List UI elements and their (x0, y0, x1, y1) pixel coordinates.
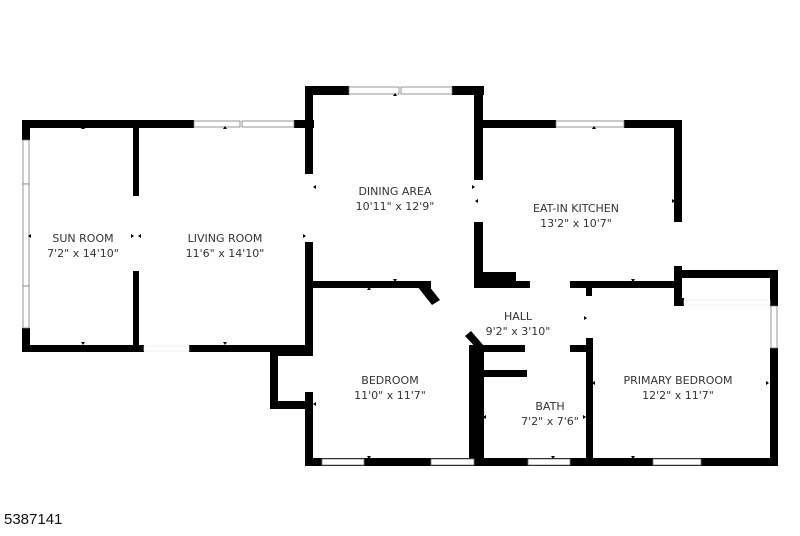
living-room-doorway (143, 345, 190, 352)
room-living-room: LIVING ROOM 11'6" x 14'10" (186, 232, 265, 260)
room-hall: HALL 9'2" x 3'10" (486, 310, 551, 338)
bath-window (527, 458, 571, 466)
walls-bedroom (270, 281, 477, 466)
walls-hall-bath (417, 281, 592, 466)
walls-dining (305, 86, 484, 288)
room-dimensions: 10'11" x 12'9" (356, 200, 435, 213)
room-bath: BATH 7'2" x 7'6" (521, 400, 579, 428)
room-dimensions: 7'2" x 14'10" (47, 247, 119, 260)
room-dimensions: 12'2" x 11'7" (642, 389, 714, 402)
dining-windows (348, 86, 453, 95)
room-name: EAT-IN KITCHEN (533, 202, 619, 215)
room-dimensions: 13'2" x 10'7" (540, 217, 612, 230)
living-room-windows (193, 120, 295, 128)
sun-room-windows (22, 139, 30, 329)
closet-opening (683, 299, 771, 306)
dimension-markers (28, 93, 769, 459)
room-name: PRIMARY BEDROOM (623, 374, 732, 387)
bedroom-windows (321, 458, 475, 466)
room-dimensions: 7'2" x 7'6" (521, 415, 579, 428)
room-name: LIVING ROOM (188, 232, 263, 245)
primary-bedroom-east-window (770, 305, 778, 349)
room-name: SUN ROOM (52, 232, 113, 245)
room-primary-bedroom: PRIMARY BEDROOM 12'2" x 11'7" (623, 374, 732, 402)
walls-kitchen (474, 120, 682, 296)
room-name: BATH (535, 400, 564, 413)
listing-id: 5387141 (4, 511, 63, 528)
room-bedroom: BEDROOM 11'0" x 11'7" (354, 374, 426, 402)
room-sun-room: SUN ROOM 7'2" x 14'10" (47, 232, 119, 260)
primary-bedroom-south-window (652, 458, 702, 466)
kitchen-window (555, 120, 625, 128)
room-dimensions: 9'2" x 3'10" (486, 325, 551, 338)
room-name: BEDROOM (361, 374, 418, 387)
walls-primary-bedroom (586, 266, 778, 466)
room-dimensions: 11'0" x 11'7" (354, 389, 426, 402)
room-dimensions: 11'6" x 14'10" (186, 247, 265, 260)
room-eat-in-kitchen: EAT-IN KITCHEN 13'2" x 10'7" (533, 202, 619, 230)
room-name: DINING AREA (358, 185, 432, 198)
room-dining-area: DINING AREA 10'11" x 12'9" (356, 185, 435, 213)
room-name: HALL (504, 310, 533, 323)
